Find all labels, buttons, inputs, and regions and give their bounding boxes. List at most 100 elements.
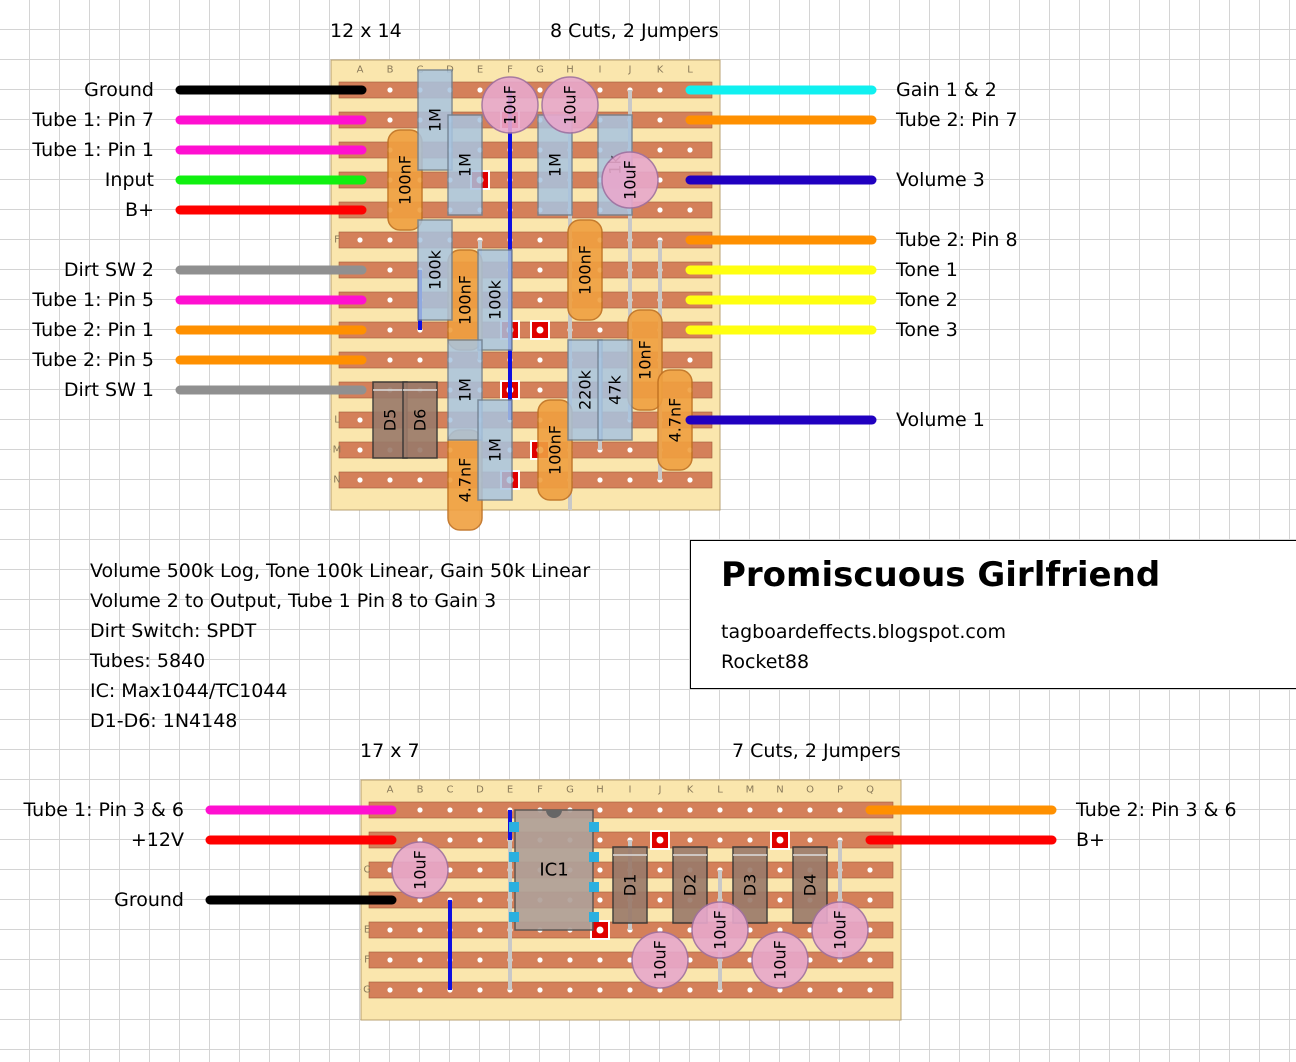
hole — [867, 957, 873, 963]
hole — [687, 207, 693, 213]
hole — [687, 807, 693, 813]
hole — [687, 987, 693, 993]
hole — [807, 807, 813, 813]
ic-pin — [509, 912, 519, 922]
diode-label: D3 — [741, 874, 760, 897]
diode — [402, 381, 438, 459]
ic-pin — [509, 822, 519, 832]
title-box: Promiscuous Girlfriend tagboardeffects.b… — [690, 540, 1296, 689]
hole — [777, 867, 783, 873]
capacitor-label: 10uF — [651, 940, 670, 980]
row-label: L — [334, 415, 340, 426]
hole — [747, 807, 753, 813]
hole — [597, 807, 603, 813]
wire-label: Tube 2: Pin 3 & 6 — [1075, 799, 1237, 821]
hole — [747, 987, 753, 993]
wire-label: Tube 1: Pin 7 — [31, 109, 154, 131]
capacitor-label: 10uF — [411, 850, 430, 890]
hole — [537, 987, 543, 993]
hole — [657, 897, 663, 903]
copper-strip — [338, 231, 713, 249]
board1-cuts-label: 8 Cuts, 2 Jumpers — [550, 20, 719, 42]
wire-label: Tube 2: Pin 7 — [895, 109, 1018, 131]
hole — [567, 957, 573, 963]
hole — [597, 837, 603, 843]
cut-center — [656, 836, 664, 844]
film-capacitor — [567, 219, 603, 321]
resistor-label: 1M — [486, 438, 505, 462]
hole — [417, 927, 423, 933]
column-label: H — [566, 65, 574, 76]
board1-size-label: 12 x 14 — [330, 20, 402, 42]
hole — [597, 867, 603, 873]
note-line: Volume 2 to Output, Tube 1 Pin 8 to Gain… — [90, 590, 497, 612]
wire-label: Ground — [114, 889, 184, 911]
column-label: A — [357, 65, 364, 76]
note-line: Dirt Switch: SPDT — [90, 620, 257, 642]
hole — [627, 477, 633, 483]
hole — [597, 327, 603, 333]
hole — [387, 237, 393, 243]
row-label: N — [333, 475, 340, 486]
ic-chip — [514, 809, 594, 931]
hole — [567, 987, 573, 993]
electrolytic-capacitor — [691, 901, 749, 959]
hole — [357, 417, 363, 423]
board1-board: ABCDEFGHIJKLABCDEFGHIJKLMN100nF100nF100n… — [31, 59, 1018, 531]
hole — [417, 957, 423, 963]
column-label: I — [629, 785, 632, 796]
hole — [387, 327, 393, 333]
ic-pin — [509, 882, 519, 892]
hole — [837, 987, 843, 993]
resistor — [597, 339, 633, 441]
capacitor-label: 100nF — [546, 425, 565, 475]
resistor — [447, 114, 483, 216]
hole — [537, 387, 543, 393]
resistor-label: 47k — [606, 374, 625, 404]
wire-label: Volume 3 — [896, 169, 985, 191]
hole — [687, 837, 693, 843]
hole — [357, 477, 363, 483]
wire-label: B+ — [125, 199, 154, 221]
ic-pin — [589, 912, 599, 922]
capacitor-label: 4.7nF — [666, 398, 685, 443]
resistor-label: 1M — [456, 378, 475, 402]
cut-center — [776, 836, 784, 844]
capacitor-label: 4.7nF — [456, 458, 475, 503]
resistor — [567, 339, 603, 441]
resistor — [417, 219, 453, 321]
wire-label: Tone 2 — [895, 289, 958, 311]
wire-label: B+ — [1076, 829, 1105, 851]
wire-label: Gain 1 & 2 — [896, 79, 997, 101]
column-label: K — [657, 65, 664, 76]
row-label: G — [363, 985, 371, 996]
copper-strip — [338, 471, 713, 489]
column-label: A — [387, 785, 394, 796]
note-line: Volume 500k Log, Tone 100k Linear, Gain … — [90, 560, 591, 582]
hole — [417, 357, 423, 363]
hole — [837, 807, 843, 813]
electrolytic-capacitor — [391, 841, 449, 899]
column-label: J — [628, 65, 632, 76]
ic-pin — [589, 822, 599, 832]
hole — [537, 87, 543, 93]
resistor — [477, 249, 513, 351]
diode-label: D5 — [381, 409, 400, 432]
hole — [387, 927, 393, 933]
hole — [597, 987, 603, 993]
capacitor-label: 10uF — [831, 910, 850, 950]
column-label: B — [387, 65, 394, 76]
hole — [387, 267, 393, 273]
capacitor-label: 10nF — [636, 340, 655, 380]
hole — [807, 987, 813, 993]
hole — [477, 987, 483, 993]
hole — [777, 807, 783, 813]
wire-label: Ground — [84, 79, 154, 101]
column-label: D — [476, 785, 484, 796]
hole — [657, 147, 663, 153]
diode-label: D1 — [621, 874, 640, 897]
hole — [447, 807, 453, 813]
wire-label: Tube 1: Pin 1 — [31, 139, 154, 161]
capacitor-label: 10uF — [621, 160, 640, 200]
